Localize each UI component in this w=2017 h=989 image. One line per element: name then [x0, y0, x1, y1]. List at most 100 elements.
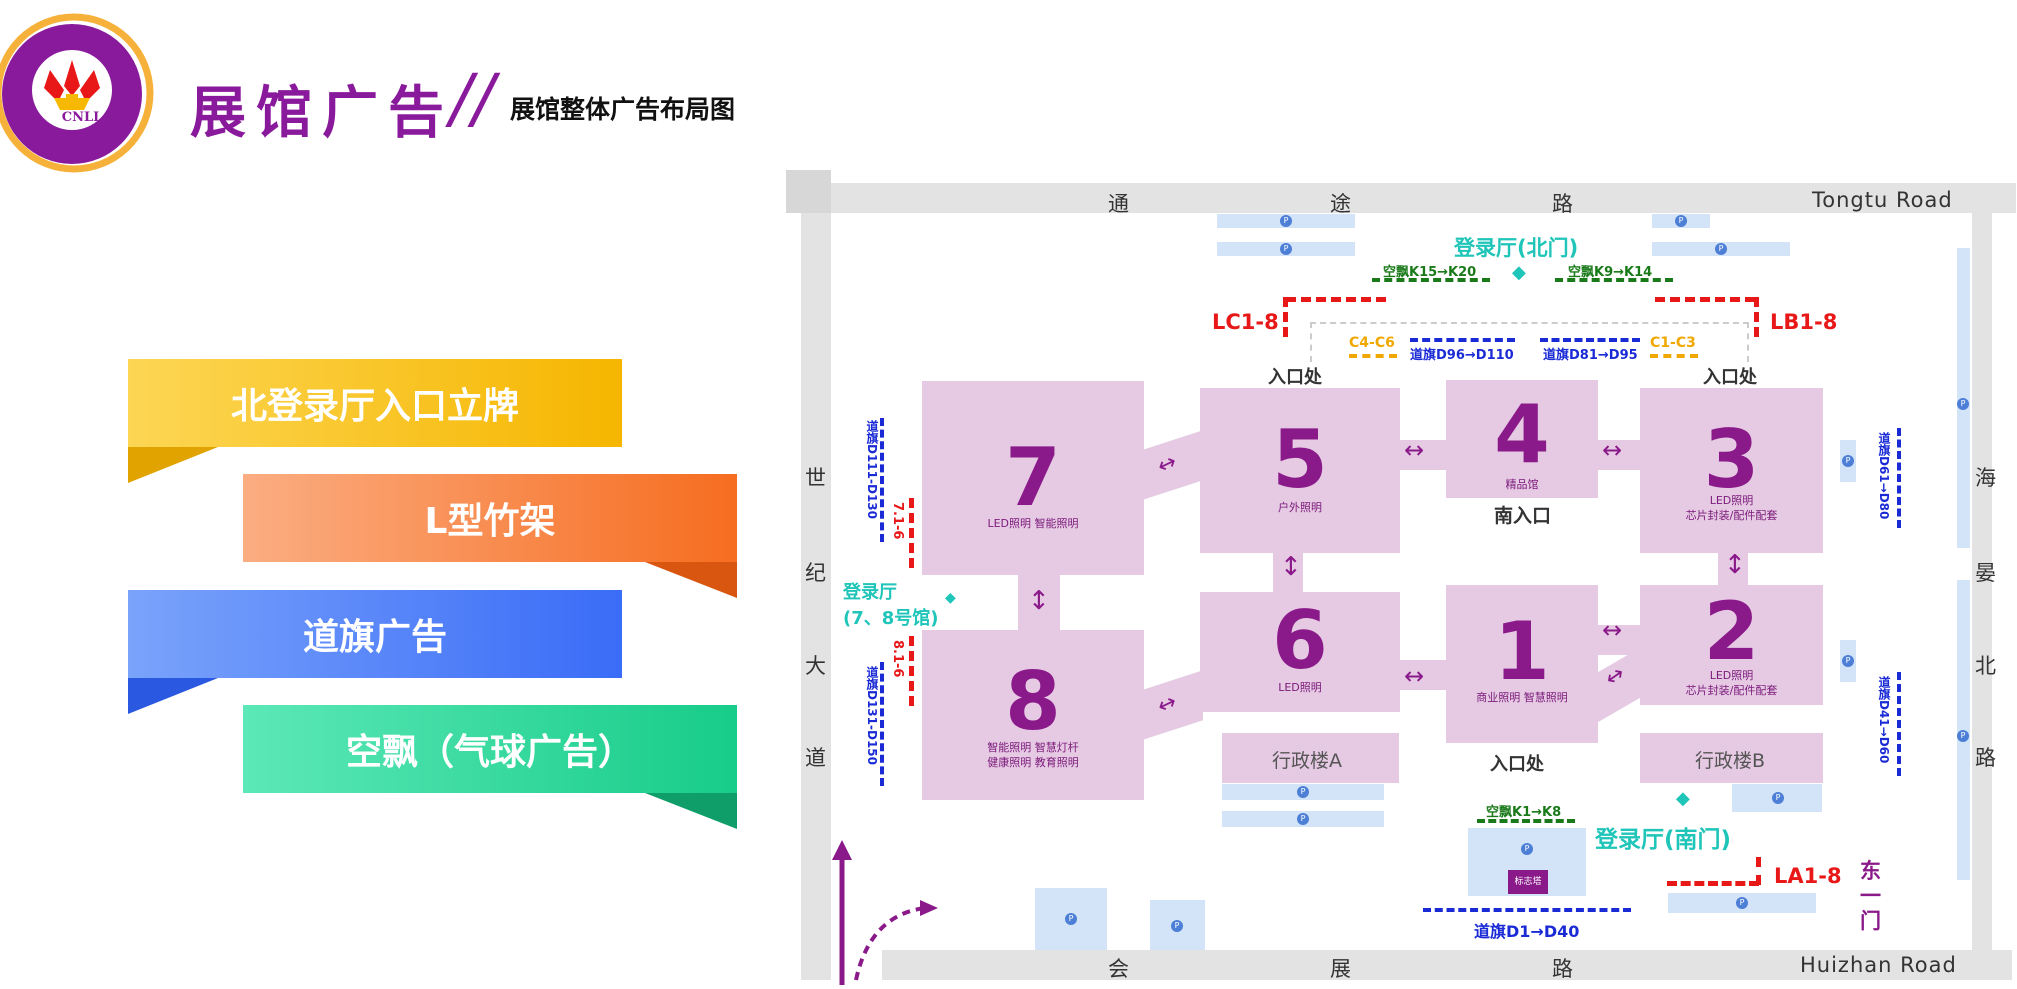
- parking-icon: P: [1957, 730, 1969, 742]
- north-lobby-label: 登录厅(北门): [1454, 236, 1579, 260]
- hall-number: 2: [1703, 585, 1760, 678]
- parking-icon: P: [1715, 243, 1727, 255]
- road-south-char: 会: [1108, 957, 1129, 981]
- hall-8[interactable]: 8 智能照明 智慧灯杆 健康照明 教育照明: [922, 630, 1144, 800]
- parking-area: P: [1150, 900, 1205, 950]
- flag-north-right-line: [1540, 338, 1640, 342]
- parking-icon: P: [1065, 913, 1077, 925]
- hall-number: 4: [1494, 388, 1550, 481]
- c-right-label: C1-C3: [1650, 335, 1696, 351]
- entrance-label: 入口处: [1490, 754, 1544, 775]
- hall-description: 精品馆: [1505, 478, 1539, 491]
- kongpiao-south-label: 空飘K1→K8: [1486, 805, 1562, 820]
- ribbon-l-bamboo-frame: L型竹架: [243, 474, 737, 562]
- hall-7[interactable]: 7 LED照明 智能照明: [922, 381, 1144, 575]
- south-entrance-label: 南入口: [1494, 505, 1552, 527]
- admin-building-a[interactable]: 行政楼A: [1222, 733, 1399, 783]
- road-south: [882, 950, 2012, 980]
- parking-icon: P: [1957, 398, 1969, 410]
- landmark-tower: 标志塔: [1508, 870, 1548, 894]
- ribbon-label: 空飘（气球广告）: [345, 732, 634, 773]
- hall-number: 6: [1272, 594, 1328, 687]
- hall-2[interactable]: 2 LED照明 芯片封装/配件配套: [1640, 585, 1823, 705]
- hall-1[interactable]: 1 商业照明 智慧照明: [1446, 585, 1598, 743]
- ribbon-label: L型竹架: [424, 501, 556, 542]
- north-frame-outline: [1310, 322, 1749, 362]
- parking-area: P: [1840, 640, 1856, 682]
- ribbon-flag-ads: 道旗广告: [128, 590, 622, 678]
- connector-arrow-icon: ↔: [1602, 436, 1623, 464]
- road-corner: [786, 170, 831, 213]
- la-ad-line: [1756, 857, 1761, 885]
- road-west: [801, 170, 831, 980]
- c-left-line: [1349, 354, 1397, 358]
- kongpiao-left-label: 空飘K15→K20: [1383, 265, 1477, 280]
- parking-icon: P: [1280, 215, 1292, 227]
- connector: [1273, 550, 1303, 592]
- hall-number: 7: [1005, 431, 1061, 524]
- hall-description: 智能照明 智慧灯杆 健康照明 教育照明: [987, 741, 1079, 769]
- la-ad-label: LA1-8: [1774, 864, 1842, 888]
- admin-b-label: 行政楼B: [1695, 750, 1766, 772]
- road-north-char: 路: [1552, 192, 1573, 216]
- parking-area: P: [1035, 888, 1107, 950]
- flag-north-left-line: [1410, 338, 1515, 342]
- hall-description: LED照明 芯片封装/配件配套: [1685, 494, 1778, 522]
- flag-west-top-label: 道旗D111-D130: [865, 420, 879, 519]
- lobby-marker-icon: ◆: [1676, 788, 1690, 809]
- connector-arrow-icon: ↔: [1404, 436, 1425, 464]
- ribbon-balloon-ads: 空飘（气球广告）: [243, 705, 737, 793]
- flag-north-right-label: 道旗D81→D95: [1543, 348, 1638, 363]
- flag-north-left-label: 道旗D96→D110: [1410, 348, 1514, 363]
- flag-west-bottom-label: 道旗D131-D150: [865, 666, 879, 765]
- road-north-char: 通: [1108, 192, 1129, 216]
- connector: [1400, 440, 1446, 470]
- connector-arrow-icon: ↔: [1602, 616, 1623, 644]
- page-subtitle: 展馆整体广告布局图: [510, 95, 736, 124]
- road-north-char: 途: [1330, 192, 1351, 216]
- parking-icon: P: [1772, 792, 1784, 804]
- lb-ad-label: LB1-8: [1770, 310, 1838, 334]
- west-lobby-label: 登录厅: [843, 582, 897, 603]
- hall-number: 5: [1272, 413, 1328, 506]
- page-title: 展馆广告: [190, 81, 454, 146]
- hall-description: LED照明 智能照明: [987, 517, 1079, 530]
- c-right-line: [1650, 354, 1698, 358]
- hall-5[interactable]: 5 户外照明: [1200, 388, 1400, 553]
- kongpiao-right-line: [1555, 278, 1673, 282]
- road-west-char: 道: [805, 746, 826, 770]
- hall-description: LED照明: [1278, 681, 1322, 694]
- connector-arrow-icon: ↕: [1028, 586, 1050, 616]
- hall-description: LED照明 芯片封装/配件配套: [1685, 669, 1778, 697]
- hall-number: 8: [1005, 655, 1061, 748]
- road-south-char: 展: [1330, 957, 1351, 981]
- parking-area: P: [1957, 580, 1970, 880]
- admin-building-b[interactable]: 行政楼B: [1640, 733, 1823, 783]
- kongpiao-left-line: [1372, 278, 1490, 282]
- hall-6[interactable]: 6 LED照明: [1200, 592, 1400, 712]
- east-gate-label: 东: [1860, 859, 1881, 883]
- flag-west-top-line: [880, 418, 884, 542]
- flag-east-top-label: 道旗D61→D80: [1877, 432, 1891, 520]
- west-red-bottom-label: 8.1-6: [890, 640, 905, 678]
- connector: [1598, 440, 1640, 470]
- east-gate-label: 一: [1860, 884, 1881, 908]
- lc-ad-label: LC1-8: [1212, 310, 1279, 334]
- hall-4[interactable]: 4 精品馆: [1446, 380, 1598, 498]
- parking-area: P: [1668, 893, 1816, 913]
- connector: [1598, 625, 1640, 655]
- ribbon-north-lobby-sign: 北登录厅入口立牌: [128, 359, 622, 447]
- hall-number: 1: [1494, 605, 1550, 698]
- parking-icon: P: [1521, 843, 1533, 855]
- c-left-label: C4-C6: [1349, 335, 1395, 351]
- entrance-label: 入口处: [1703, 367, 1757, 388]
- hall-3[interactable]: 3 LED照明 芯片封装/配件配套: [1640, 388, 1823, 553]
- west-red-top-line: [909, 498, 914, 568]
- hall-number: 3: [1703, 413, 1760, 506]
- connector-arrow-icon: ↔: [1404, 662, 1425, 690]
- connector: [1718, 550, 1748, 585]
- road-east-char: 晏: [1975, 561, 1996, 585]
- road-west-char: 世: [805, 466, 826, 490]
- parking-area: P: [1652, 242, 1790, 256]
